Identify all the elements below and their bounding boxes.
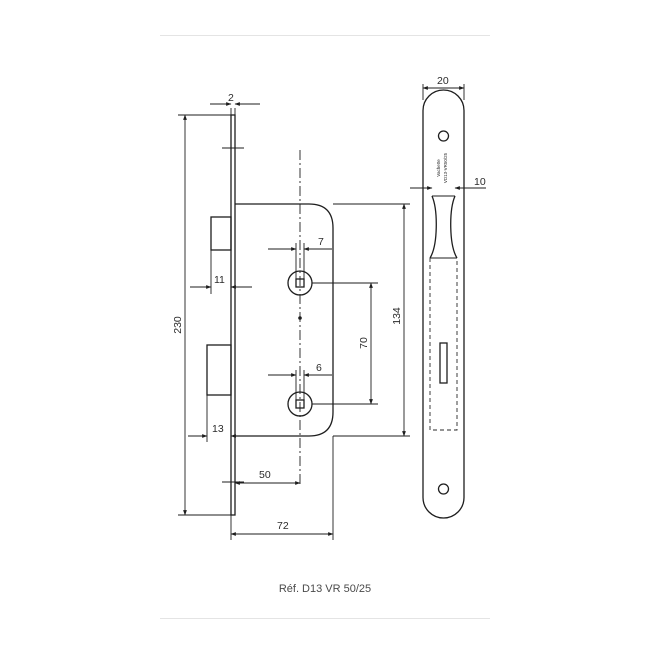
bottom-divider	[160, 618, 490, 619]
faceplate-front-view: Vachette VD13-VR50/25	[422, 89, 465, 519]
reference-caption: Réf. D13 VR 50/25	[279, 583, 371, 595]
dimension-20-label: 20	[437, 75, 449, 87]
bolt-slot	[439, 342, 448, 384]
dimension-10-label: 10	[474, 176, 486, 188]
lock-case	[235, 203, 334, 437]
faceplate	[230, 114, 236, 516]
screw-hole-bottom	[437, 483, 450, 495]
dimension-20: 20	[422, 75, 465, 100]
top-divider	[160, 35, 490, 36]
dimension-50-label: 50	[259, 469, 271, 481]
screw-hole-top	[437, 130, 450, 142]
dimension-10: 10	[410, 176, 486, 190]
latch-cutout	[429, 195, 458, 259]
dimension-7: 7	[268, 236, 332, 279]
dimension-6: 6	[268, 362, 332, 400]
dimension-70: 70	[312, 282, 378, 405]
latch	[210, 216, 232, 251]
lock-front-view	[206, 114, 334, 516]
dimension-2-label: 2	[228, 92, 234, 104]
dimension-13: 13	[188, 395, 262, 442]
faceplate-outline	[422, 89, 465, 519]
dimension-50: 50	[234, 436, 301, 490]
dimension-230-label: 230	[172, 316, 184, 334]
dimension-6-label: 6	[316, 362, 322, 374]
dimension-72: 72	[230, 436, 334, 540]
dimension-13-label: 13	[212, 423, 224, 435]
stamp-reference: VD13-VR50/25	[443, 152, 448, 183]
dimension-134: 134	[333, 203, 410, 437]
dimension-2: 2	[210, 92, 260, 118]
dimension-134-label: 134	[391, 307, 403, 325]
dimension-11: 11	[190, 250, 252, 294]
hidden-case-outline	[429, 258, 458, 431]
dimension-11-label: 11	[214, 274, 225, 286]
dimension-72-label: 72	[277, 520, 289, 532]
dimension-70-label: 70	[358, 337, 370, 349]
bolt	[206, 344, 232, 396]
dimension-230: 230	[172, 114, 231, 516]
dimension-7-label: 7	[318, 236, 324, 248]
stamp-brand: Vachette	[436, 159, 441, 177]
